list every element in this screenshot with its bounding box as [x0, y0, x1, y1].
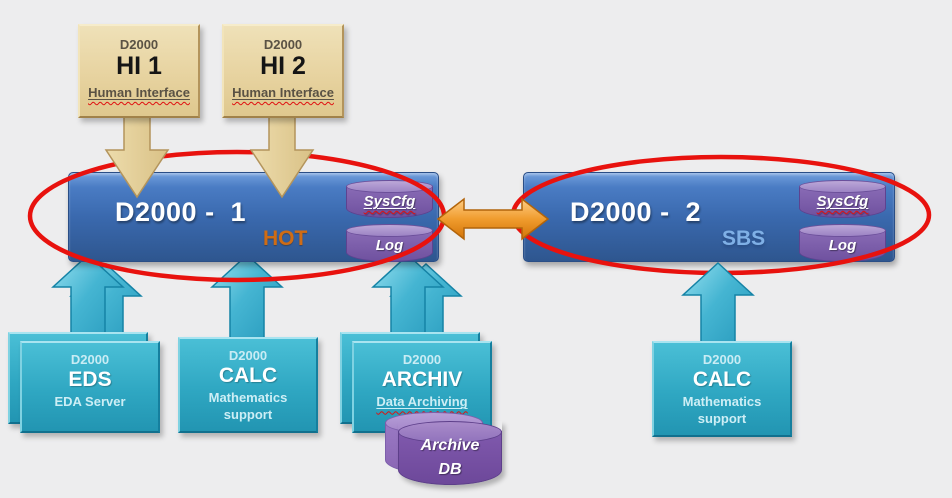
cylinder-top	[346, 224, 433, 237]
cylinder-top	[799, 224, 886, 237]
archiv-subtitle: Data Archiving	[376, 394, 468, 410]
syscfg-label: SysCfg	[816, 193, 869, 210]
hi2-name: HI 2	[260, 52, 306, 80]
hi2-subtitle: Human Interface	[232, 84, 334, 100]
syscfg-label: SysCfg	[363, 193, 416, 210]
eds-name: EDS	[68, 368, 112, 391]
calc-left-up-arrow-icon	[210, 253, 284, 349]
calc-left-subtitle: Mathematics support	[208, 390, 288, 422]
server-2-mode-sbs: SBS	[722, 227, 766, 250]
hi1-subtitle: Human Interface	[88, 84, 190, 100]
cylinder-top	[799, 180, 886, 193]
hi2-callout: D2000 HI 2 Human Interface	[222, 24, 344, 118]
calc-right-subtitle: Mathematics support	[682, 394, 762, 426]
calc-left-name: CALC	[218, 364, 278, 387]
log-db-cylinder-icon: Log	[799, 224, 886, 262]
eds-subtitle: EDA Server	[54, 394, 126, 410]
archiv-product: D2000	[402, 352, 442, 367]
calc-right-box: D2000 CALC Mathematics support	[652, 341, 792, 437]
cylinder-top	[398, 421, 502, 443]
eds-box: D2000 EDS EDA Server	[20, 341, 160, 433]
archive-db-label-line2: DB	[438, 461, 462, 478]
server-1-title: D2000 - 1	[115, 197, 247, 227]
server-d2000-1: D2000 - 1 HOT SysCfg Log	[68, 172, 439, 262]
hi1-name: HI 1	[116, 52, 162, 80]
hi2-product: D2000	[263, 37, 303, 52]
eds-product: D2000	[70, 352, 110, 367]
archive-db-label-line1: Archive	[420, 437, 480, 454]
hi1-product: D2000	[119, 37, 159, 52]
log-label: Log	[375, 237, 404, 254]
hi1-callout: D2000 HI 1 Human Interface	[78, 24, 200, 118]
server-1-mode-hot: HOT	[263, 227, 308, 250]
log-db-cylinder-icon: Log	[346, 224, 433, 262]
server-d2000-2: D2000 - 2 SBS SysCfg Log	[523, 172, 895, 262]
archive-db-cylinder-icon: Archive DB	[398, 421, 502, 485]
cylinder-top	[346, 180, 433, 193]
archiv-name: ARCHIV	[381, 368, 463, 391]
calc-left-box: D2000 CALC Mathematics support	[178, 337, 318, 433]
log-label: Log	[828, 237, 857, 254]
syscfg-db-cylinder-icon: SysCfg	[799, 180, 886, 218]
calc-right-name: CALC	[692, 368, 752, 391]
calc-left-product: D2000	[228, 348, 268, 363]
server-2-title: D2000 - 2	[570, 197, 702, 227]
calc-right-product: D2000	[702, 352, 742, 367]
calc-right-up-arrow-icon	[681, 261, 755, 353]
syscfg-db-cylinder-icon: SysCfg	[346, 180, 433, 218]
